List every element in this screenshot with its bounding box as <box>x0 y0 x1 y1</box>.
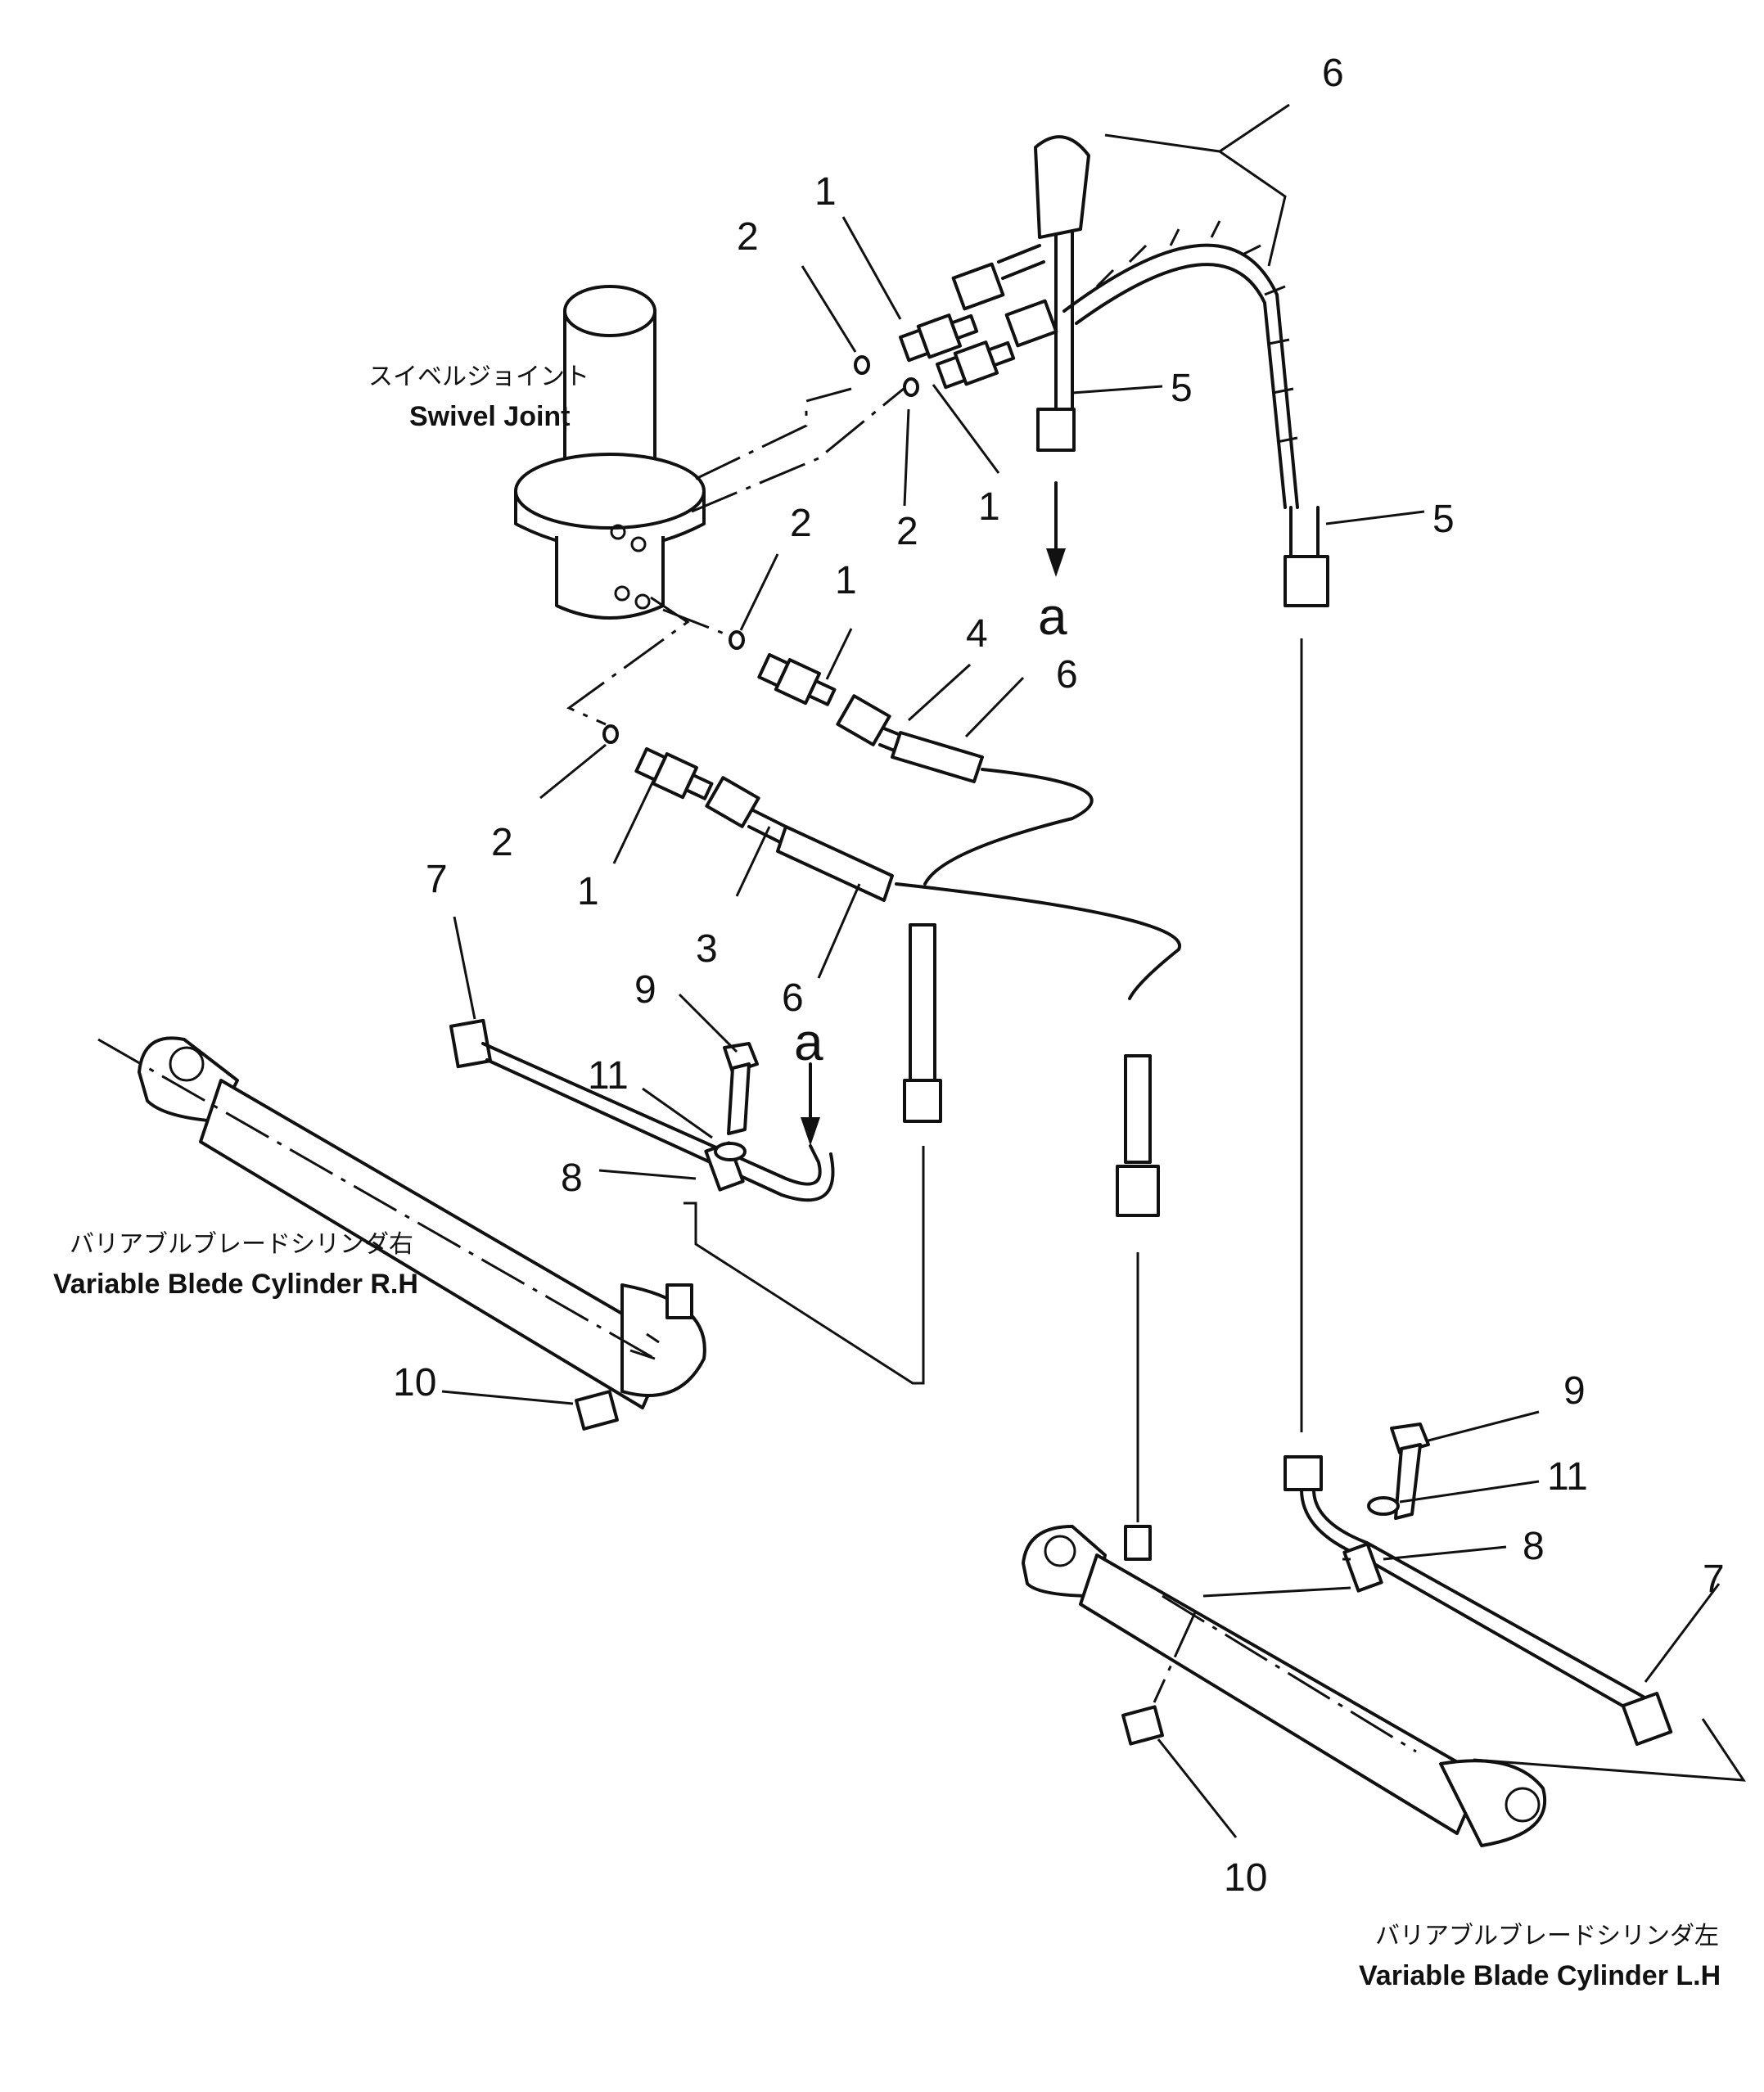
leader-lines <box>441 103 1721 1838</box>
cylinder-right-hand <box>97 1036 706 1409</box>
connection-line <box>566 596 690 726</box>
section-arrow-a-bottom <box>801 1062 820 1146</box>
callout-11: 11 <box>1547 1455 1588 1499</box>
callout-1: 1 <box>814 170 837 214</box>
callout-10: 10 <box>393 1361 436 1404</box>
callout-5: 5 <box>1432 498 1455 541</box>
cylinder-rh-label: バリアブルブレードシリンダ右 Variable Blede Cylinder R… <box>53 1230 418 1300</box>
pipe-7-rh <box>449 1018 493 1069</box>
callout-4: 4 <box>966 612 988 656</box>
callout-10: 10 <box>1224 1856 1267 1900</box>
bolt-9-lh <box>1390 1422 1430 1520</box>
connection-line <box>1202 1586 1746 1782</box>
cylinder-lh-label-jp: バリアブルブレードシリンダ左 <box>1375 1922 1719 1950</box>
callout-1: 1 <box>577 870 599 913</box>
section-arrow-a-top <box>1046 481 1066 577</box>
pipe-tube-rh <box>481 1042 835 1202</box>
callout-5: 5 <box>1171 367 1193 410</box>
callout-1: 1 <box>978 485 1000 529</box>
upper-hoses <box>951 135 1329 607</box>
nut-10-lh <box>1121 1705 1164 1746</box>
swivel-joint-label: スイベルジョイント Swivel Joint <box>368 363 589 432</box>
clamp-8-lh <box>1342 1542 1383 1593</box>
callout-11: 11 <box>588 1054 629 1098</box>
callout-2: 2 <box>737 215 759 259</box>
swivel-joint-label-jp: スイベルジョイント <box>368 363 589 391</box>
callout-numbers: 6 1 2 5 2 1 2 5 a 1 4 6 2 1 3 6 7 9 a 11… <box>393 52 1725 1900</box>
callout-7: 7 <box>1703 1558 1725 1601</box>
nut-10-rh <box>575 1390 619 1431</box>
washer-11-lh <box>1367 1496 1400 1516</box>
bolt-9-rh <box>723 1042 759 1135</box>
cylinder-lh-label-en: Variable Blade Cylinder L.H <box>1359 1960 1721 1991</box>
section-marker-a: a <box>1038 587 1067 646</box>
callout-1: 1 <box>835 559 857 602</box>
callout-6: 6 <box>1322 52 1344 95</box>
connection-line <box>662 608 738 640</box>
connection-line <box>691 383 909 513</box>
callout-2: 2 <box>896 510 918 553</box>
section-marker-a: a <box>794 1012 823 1071</box>
swivel-joint <box>514 285 706 620</box>
cylinder-lh-label: バリアブルブレードシリンダ左 Variable Blade Cylinder L… <box>1359 1922 1721 1991</box>
callout-9: 9 <box>634 968 656 1012</box>
connection-line <box>695 387 852 480</box>
callout-3: 3 <box>696 927 718 971</box>
cylinder-rh-label-en: Variable Blede Cylinder R.H <box>53 1269 418 1300</box>
callout-6: 6 <box>782 976 804 1020</box>
cylinder-rh-label-jp: バリアブルブレードシリンダ右 <box>70 1230 413 1259</box>
washer-11-rh <box>714 1142 747 1161</box>
callout-7: 7 <box>426 858 448 901</box>
union-fittings <box>634 313 1016 800</box>
callout-6: 6 <box>1056 653 1078 697</box>
callout-8: 8 <box>561 1156 583 1200</box>
callout-2: 2 <box>790 502 812 545</box>
callout-2: 2 <box>491 821 513 864</box>
cylinder-left-hand <box>1022 1525 1547 1847</box>
o-ring-parts <box>602 355 919 744</box>
middle-hoses <box>705 694 1181 1217</box>
swivel-joint-label-en: Swivel Joint <box>409 401 571 432</box>
callout-8: 8 <box>1523 1525 1545 1568</box>
callout-9: 9 <box>1563 1369 1586 1413</box>
connection-line <box>683 1146 925 1385</box>
